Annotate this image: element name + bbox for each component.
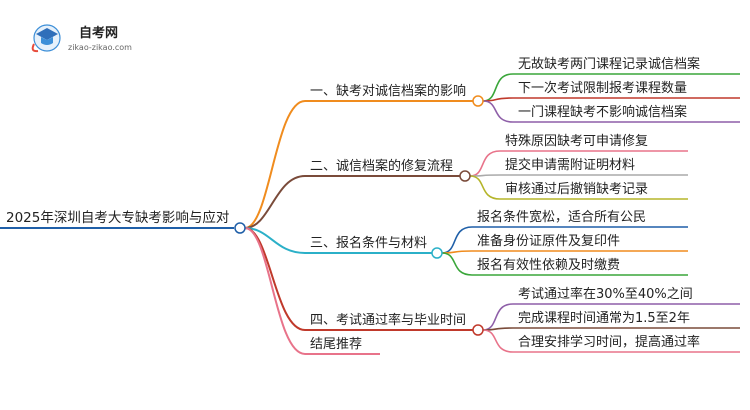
graduation-cap-icon [31,24,61,53]
branch-connector-dot[interactable] [472,324,484,336]
leaf-label[interactable]: 考试通过率在30%至40%之间 [518,286,693,302]
leaf-connector [441,226,473,254]
leaf-label[interactable]: 无故缺考两门课程记录诚信档案 [518,57,700,72]
leaf-connector [441,252,473,276]
branch-connector-dot[interactable] [472,95,484,107]
branch-label[interactable]: 结尾推荐 [310,337,362,352]
branch-connector-dot[interactable] [431,247,443,259]
branch-connector [244,227,306,254]
leaf-connector [469,150,501,177]
mind-map-nodes: 一、缺考对诚信档案的影响 无故缺考两门课程记录诚信档案下一次考试限制报考课程数量一… [310,57,700,352]
leaf-label[interactable]: 准备身份证原件及复印件 [477,233,620,249]
branch-connector [244,175,306,229]
connector-lines [244,73,740,355]
leaf-connector [482,303,514,331]
leaf-connector [469,175,501,200]
leaf-connector [482,100,514,123]
branch-connector [244,227,306,355]
leaf-label[interactable]: 合理安排学习时间，提高通过率 [518,334,700,350]
root-node[interactable]: 2025年深圳自考大专缺考影响与应对 [0,209,246,234]
leaf-label[interactable]: 报名有效性依赖及时缴费 [477,257,620,273]
branch-connector [244,100,306,229]
leaf-label[interactable]: 特殊原因缺考可申请修复 [505,134,648,149]
branch-connector [244,227,306,331]
leaf-label[interactable]: 审核通过后撤销缺考记录 [505,181,648,197]
leaf-label[interactable]: 报名条件宽松，适合所有公民 [477,209,646,225]
leaf-label[interactable]: 下一次考试限制报考课程数量 [518,80,687,96]
branch-label[interactable]: 三、报名条件与材料 [310,235,427,251]
branch-label[interactable]: 四、考试通过率与毕业时间 [310,312,466,328]
branch-connector-dot[interactable] [459,170,471,182]
branch-label[interactable]: 二、诚信档案的修复流程 [310,158,453,174]
branch-label[interactable]: 一、缺考对诚信档案的影响 [310,83,466,99]
leaf-label[interactable]: 提交申请需附证明材料 [505,157,635,173]
leaf-connector [482,73,514,102]
logo-title: 自考网 [79,25,118,41]
leaf-label[interactable]: 完成课程时间通常为1.5至2年 [518,311,690,326]
site-logo[interactable]: 自考网 zikao-zikao.com [31,24,132,53]
leaf-connector [482,329,514,353]
root-label: 2025年深圳自考大专缺考影响与应对 [6,209,229,226]
logo-url: zikao-zikao.com [68,43,132,52]
leaf-label[interactable]: 一门课程缺考不影响诚信档案 [518,104,687,120]
root-connector-dot [234,222,246,234]
